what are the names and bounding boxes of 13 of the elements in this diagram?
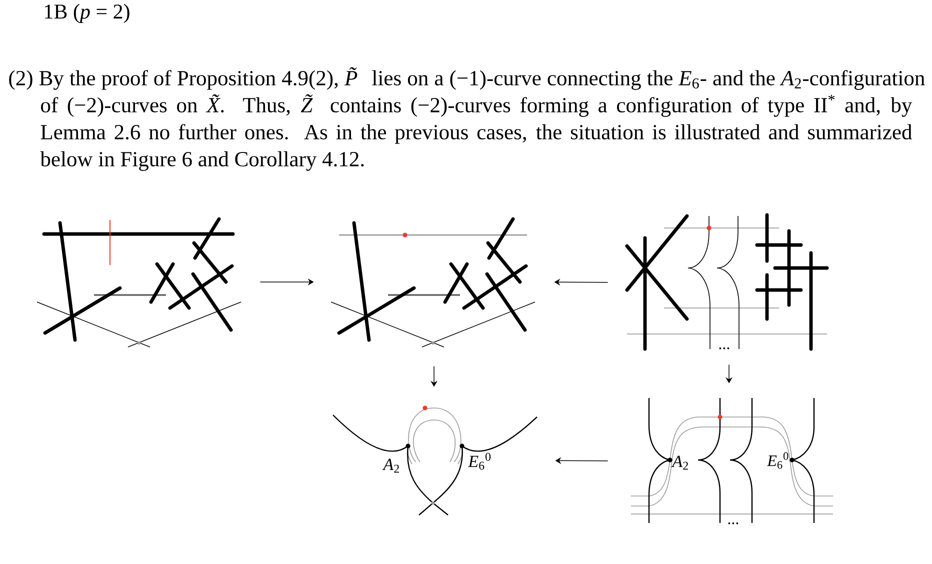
ellipsis: ...: [728, 522, 738, 524]
curve-diagram: [330, 217, 536, 348]
paragraph: (2) By the proof of Proposition 4.9(2), P̃ lies on a (−1)-curve connecting the E$_{6}$- and the A$_{2}$-configuration of (−2)-curves on X̃. Thus, Z̃ contains (−2)-curves forming a configuration of type II$^{*}$ and, by Lemma 2.6 no further ones. As in the previous cases, the situation is illustrated and summarized below in Figure 6 and Corollary 4.12.: [9, 67, 925, 171]
curve-diagram: [332, 406, 538, 516]
point-label: A$_{2}$: [382, 458, 399, 473]
curve-diagram: [36, 217, 242, 348]
point-label: E$_{6}$0: [468, 452, 491, 470]
ellipsis: ...: [719, 347, 730, 350]
curve-diagram: [630, 398, 834, 523]
curve-diagram: [625, 213, 829, 351]
point-label: A$_{2}$: [671, 456, 688, 470]
text-line: 1B (p = 2): [45, 4, 130, 23]
point-label: E$_{6}$0: [767, 452, 788, 469]
